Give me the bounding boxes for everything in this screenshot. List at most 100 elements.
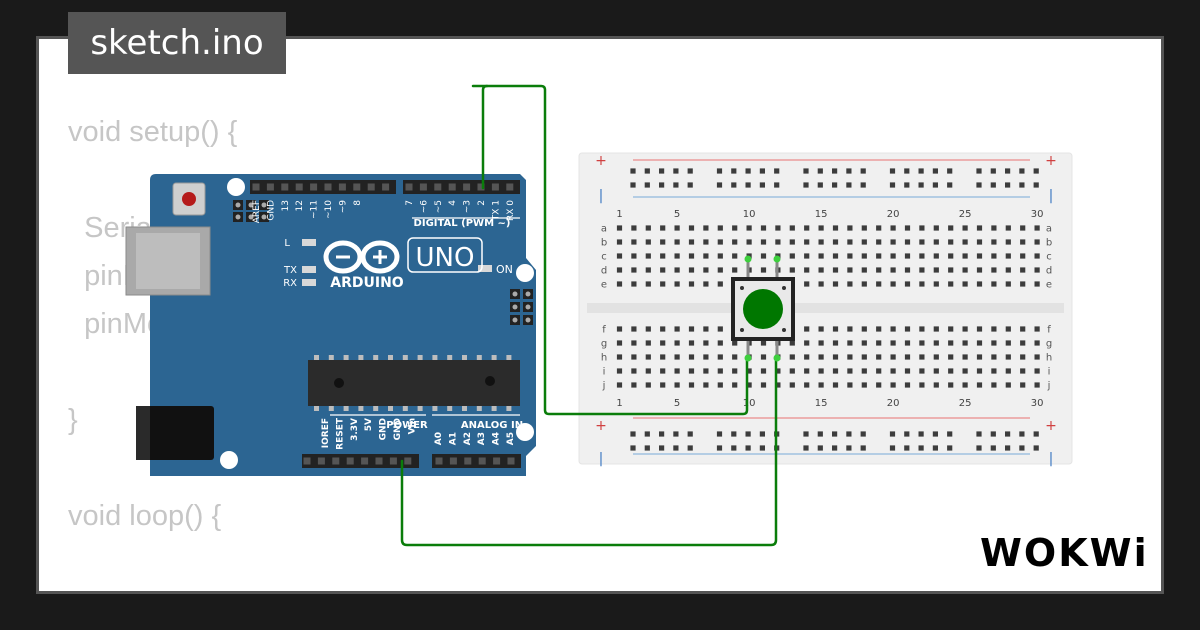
breadboard-hole[interactable]	[818, 281, 824, 287]
breadboard-hole[interactable]	[644, 182, 650, 188]
breadboard-hole[interactable]	[832, 445, 838, 451]
breadboard-hole[interactable]	[804, 225, 810, 231]
breadboard-hole[interactable]	[616, 267, 623, 273]
breadboard-hole[interactable]	[759, 168, 765, 174]
breadboard-hole[interactable]	[876, 382, 882, 388]
breadboard-hole[interactable]	[1020, 340, 1026, 346]
breadboard-hole[interactable]	[703, 239, 709, 245]
breadboard-hole[interactable]	[818, 267, 824, 273]
breadboard-hole[interactable]	[1005, 354, 1011, 360]
breadboard-hole[interactable]	[918, 445, 924, 451]
breadboard-hole[interactable]	[1020, 267, 1026, 273]
breadboard-hole[interactable]	[991, 368, 997, 374]
breadboard-hole[interactable]	[631, 267, 637, 273]
breadboard-hole[interactable]	[631, 281, 637, 287]
breadboard-hole[interactable]	[919, 281, 925, 287]
breadboard-hole[interactable]	[616, 225, 623, 231]
breadboard-hole[interactable]	[818, 382, 824, 388]
breadboard-hole[interactable]	[904, 382, 911, 388]
breadboard-hole[interactable]	[789, 354, 795, 360]
breadboard-hole[interactable]	[804, 281, 810, 287]
breadboard-hole[interactable]	[716, 445, 723, 451]
breadboard-hole[interactable]	[616, 281, 623, 287]
breadboard-hole[interactable]	[918, 182, 924, 188]
breadboard-hole[interactable]	[889, 168, 896, 174]
breadboard-hole[interactable]	[1020, 368, 1026, 374]
breadboard-hole[interactable]	[933, 382, 939, 388]
breadboard-hole[interactable]	[660, 382, 666, 388]
breadboard-hole[interactable]	[976, 281, 983, 287]
pushbutton[interactable]	[731, 255, 795, 362]
header-pin-hole[interactable]	[252, 183, 260, 191]
breadboard-hole[interactable]	[1033, 445, 1039, 451]
breadboard-hole[interactable]	[832, 431, 838, 437]
breadboard-hole[interactable]	[804, 267, 810, 273]
breadboard-hole[interactable]	[759, 182, 765, 188]
breadboard-hole[interactable]	[991, 225, 997, 231]
header-pin-hole[interactable]	[382, 183, 390, 191]
breadboard-hole[interactable]	[631, 253, 637, 259]
breadboard-hole[interactable]	[745, 182, 751, 188]
breadboard-hole[interactable]	[904, 326, 911, 332]
breadboard-hole[interactable]	[991, 382, 997, 388]
breadboard-hole[interactable]	[832, 225, 839, 231]
breadboard-hole[interactable]	[1034, 368, 1040, 374]
breadboard-hole[interactable]	[630, 182, 636, 188]
breadboard-hole[interactable]	[1005, 225, 1011, 231]
breadboard-hole[interactable]	[717, 382, 723, 388]
breadboard-hole[interactable]	[962, 382, 968, 388]
breadboard-hole[interactable]	[732, 368, 738, 374]
breadboard-hole[interactable]	[818, 326, 824, 332]
breadboard-hole[interactable]	[616, 382, 623, 388]
breadboard-hole[interactable]	[775, 239, 781, 245]
breadboard-hole[interactable]	[630, 168, 636, 174]
header-pin-hole[interactable]	[303, 457, 311, 465]
breadboard-hole[interactable]	[674, 326, 680, 332]
breadboard-hole[interactable]	[991, 267, 997, 273]
breadboard-hole[interactable]	[890, 253, 896, 259]
breadboard-hole[interactable]	[962, 225, 968, 231]
breadboard-hole[interactable]	[1033, 182, 1039, 188]
breadboard-hole[interactable]	[804, 382, 810, 388]
breadboard-hole[interactable]	[904, 168, 910, 174]
header-pin-hole[interactable]	[491, 183, 499, 191]
breadboard-hole[interactable]	[660, 368, 666, 374]
breadboard-hole[interactable]	[948, 354, 954, 360]
breadboard-hole[interactable]	[976, 368, 983, 374]
breadboard-hole[interactable]	[1020, 326, 1026, 332]
breadboard-hole[interactable]	[976, 168, 982, 174]
breadboard-hole[interactable]	[832, 267, 839, 273]
breadboard-hole[interactable]	[631, 354, 637, 360]
breadboard-hole[interactable]	[1005, 182, 1011, 188]
breadboard-hole[interactable]	[804, 354, 810, 360]
breadboard-hole[interactable]	[759, 431, 765, 437]
breadboard-hole[interactable]	[687, 182, 693, 188]
breadboard-hole[interactable]	[846, 445, 852, 451]
breadboard-hole[interactable]	[817, 445, 823, 451]
header-pin-hole[interactable]	[295, 183, 303, 191]
header-pin-hole[interactable]	[506, 183, 514, 191]
breadboard-hole[interactable]	[976, 267, 983, 273]
breadboard-hole[interactable]	[846, 168, 852, 174]
breadboard-hole[interactable]	[876, 225, 882, 231]
breadboard-hole[interactable]	[760, 354, 767, 360]
breadboard-hole[interactable]	[933, 354, 939, 360]
breadboard-hole[interactable]	[1034, 354, 1040, 360]
breadboard-hole[interactable]	[1005, 168, 1011, 174]
breadboard-hole[interactable]	[976, 382, 983, 388]
breadboard-hole[interactable]	[717, 368, 723, 374]
breadboard-hole[interactable]	[919, 253, 925, 259]
breadboard-hole[interactable]	[631, 326, 637, 332]
breadboard-hole[interactable]	[759, 445, 765, 451]
header-pin-hole[interactable]	[463, 183, 471, 191]
header-pin-hole[interactable]	[266, 183, 274, 191]
breadboard-hole[interactable]	[861, 368, 867, 374]
breadboard-hole[interactable]	[904, 225, 911, 231]
breadboard-hole[interactable]	[976, 445, 982, 451]
breadboard-hole[interactable]	[1020, 354, 1026, 360]
breadboard-hole[interactable]	[832, 354, 839, 360]
breadboard-hole[interactable]	[846, 182, 852, 188]
breadboard-hole[interactable]	[832, 168, 838, 174]
breadboard-hole[interactable]	[976, 253, 983, 259]
breadboard-hole[interactable]	[645, 340, 651, 346]
